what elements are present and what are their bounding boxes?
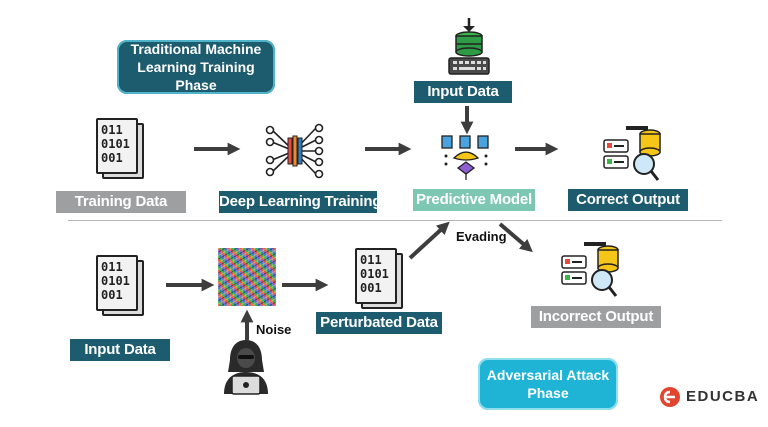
traditional-phase-box: Traditional Machine Learning Training Ph… <box>117 40 275 94</box>
training-data-document-icon: 011 0101 001 <box>96 118 144 179</box>
input-data-top-label: Input Data <box>414 81 512 103</box>
evading-annotation: Evading <box>456 229 507 244</box>
correct-output-label: Correct Output <box>568 189 688 211</box>
educba-logo-icon <box>660 387 680 407</box>
incorrect-output-icon <box>561 242 619 297</box>
database-keyboard-icon <box>448 18 490 75</box>
doc-line-1: 011 <box>360 253 382 267</box>
arrow-perturbated-to-model <box>408 221 450 260</box>
doc-line-2: 0101 <box>101 274 130 288</box>
educba-brand-text: EDUCBA <box>686 388 760 405</box>
doc-line-1: 011 <box>101 123 123 137</box>
incorrect-output-label: Incorrect Output <box>531 306 661 328</box>
neural-network-icon <box>265 123 324 179</box>
noise-image <box>218 248 276 306</box>
deep-learning-training-label: Deep Learning Training <box>219 191 381 213</box>
doc-line-3: 001 <box>101 288 123 302</box>
traditional-phase-line2: Learning Training Phase <box>137 59 255 93</box>
arrow-model-to-incorrect <box>498 222 533 253</box>
adversarial-phase-box: Adversarial Attack Phase <box>478 358 618 410</box>
divider-line <box>68 220 722 221</box>
doc-line-2: 0101 <box>360 267 389 281</box>
doc-line-1: 011 <box>101 260 123 274</box>
adversarial-phase-line2: Phase <box>527 385 569 401</box>
hacker-icon <box>224 340 268 395</box>
perturbated-data-document-icon: 011 0101 001 <box>355 248 403 309</box>
predictive-model-icon <box>441 135 489 180</box>
input-data-document-icon: 011 0101 001 <box>96 255 144 316</box>
doc-line-3: 001 <box>360 281 382 295</box>
input-data-bottom-label: Input Data <box>70 339 170 361</box>
doc-line-2: 0101 <box>101 137 130 151</box>
noise-annotation: Noise <box>256 322 292 337</box>
traditional-phase-line1: Traditional Machine <box>130 41 262 57</box>
correct-output-icon <box>603 126 661 181</box>
perturbated-data-label: Perturbated Data <box>316 312 442 334</box>
doc-line-3: 001 <box>101 151 123 165</box>
training-data-label: Training Data <box>56 191 186 213</box>
adversarial-phase-line1: Adversarial Attack <box>486 367 610 383</box>
predictive-model-label: Predictive Model <box>413 189 535 211</box>
